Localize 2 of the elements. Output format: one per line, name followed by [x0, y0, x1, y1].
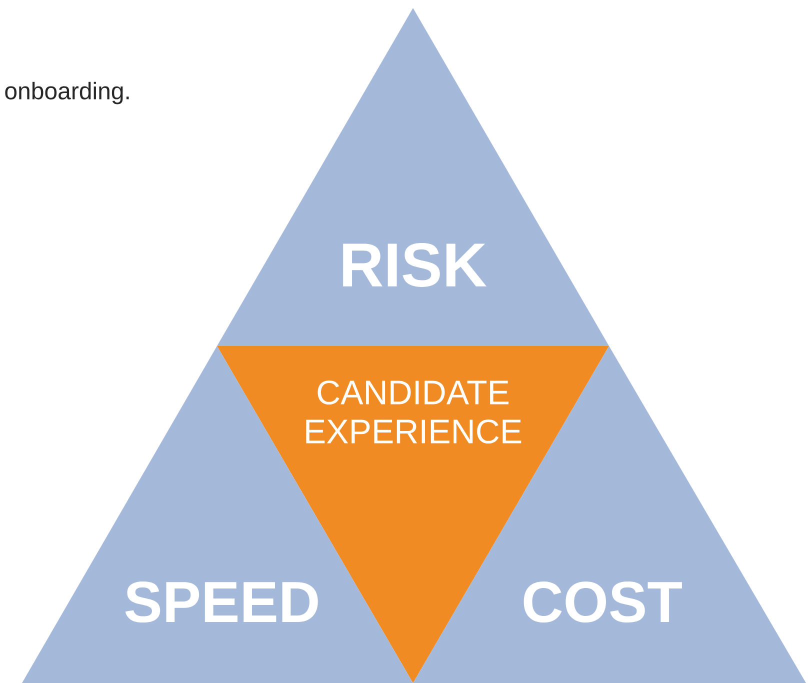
triangle: RISK	[217, 8, 609, 346]
text-fragment: onboarding.	[5, 82, 129, 104]
